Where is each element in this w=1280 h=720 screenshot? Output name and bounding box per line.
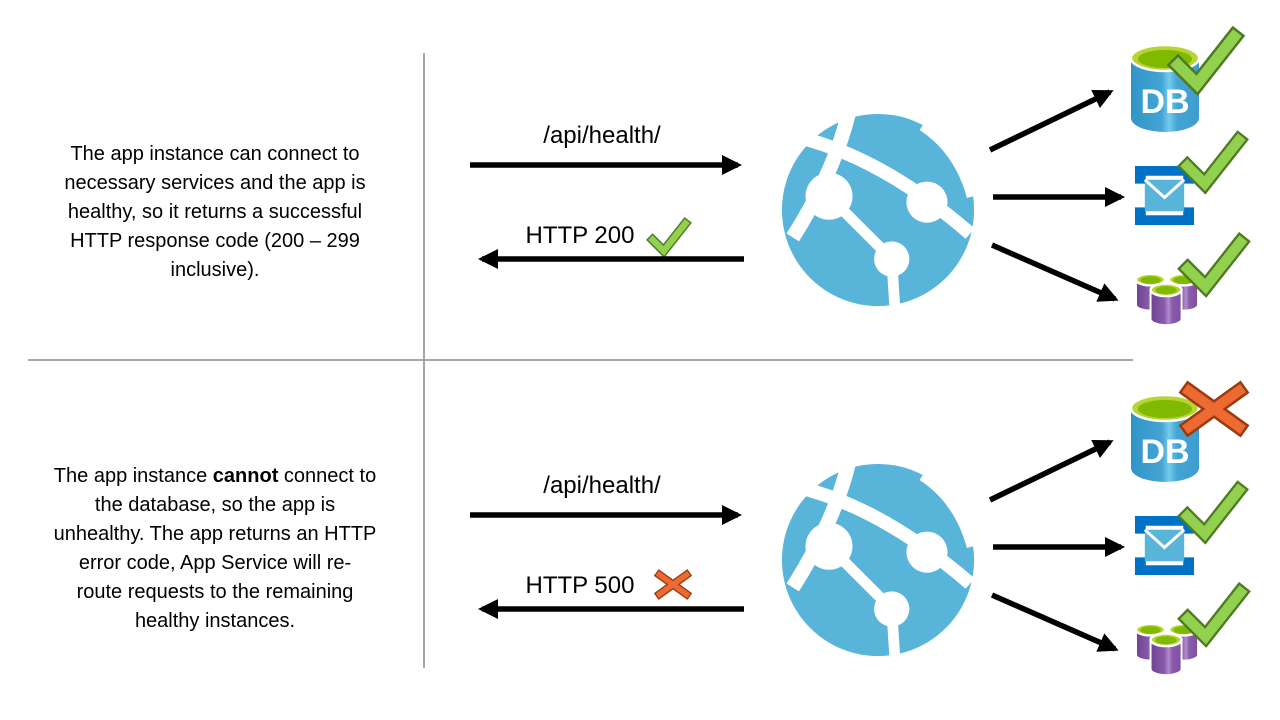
storage-icon (1134, 622, 1200, 677)
response-arrow (478, 249, 744, 269)
arrow-to-database (988, 89, 1114, 153)
database-cross-icon (1178, 380, 1250, 438)
email-check-icon (1176, 130, 1249, 195)
failure-cross-icon (653, 569, 693, 600)
request-arrow (470, 155, 742, 175)
request-arrow (470, 505, 742, 525)
panel-unhealthy: The app instance cannot connect to the d… (0, 350, 1280, 710)
unhealthy-description: The app instance cannot connect to the d… (53, 465, 377, 632)
request-path-label: /api/health/ (543, 122, 661, 149)
arrow-to-database (988, 439, 1114, 503)
app-service-icon (781, 461, 980, 657)
database-check-icon (1166, 25, 1246, 97)
storage-check-icon (1177, 231, 1251, 298)
arrow-to-email (993, 187, 1125, 207)
response-arrow (478, 599, 744, 619)
storage-check-icon (1177, 581, 1251, 648)
horizontal-divider (28, 359, 1133, 361)
response-code-label: HTTP 200 (525, 222, 635, 249)
arrow-to-email (993, 537, 1125, 557)
arrow-to-storage (990, 592, 1119, 652)
email-service-icon (1134, 515, 1195, 576)
response-code-label: HTTP 500 (525, 572, 635, 599)
app-service-icon (781, 111, 980, 307)
success-check-icon (646, 216, 692, 258)
email-check-icon (1176, 480, 1249, 545)
email-service-icon (1134, 165, 1195, 226)
healthy-description: The app instance can connect to necessar… (64, 143, 366, 281)
db-label: DB (1140, 83, 1189, 121)
panel-healthy: The app instance can connect to necessar… (64, 25, 1251, 327)
request-path-label: /api/health/ (543, 472, 661, 499)
arrow-to-storage (990, 242, 1119, 302)
db-label: DB (1140, 433, 1189, 471)
